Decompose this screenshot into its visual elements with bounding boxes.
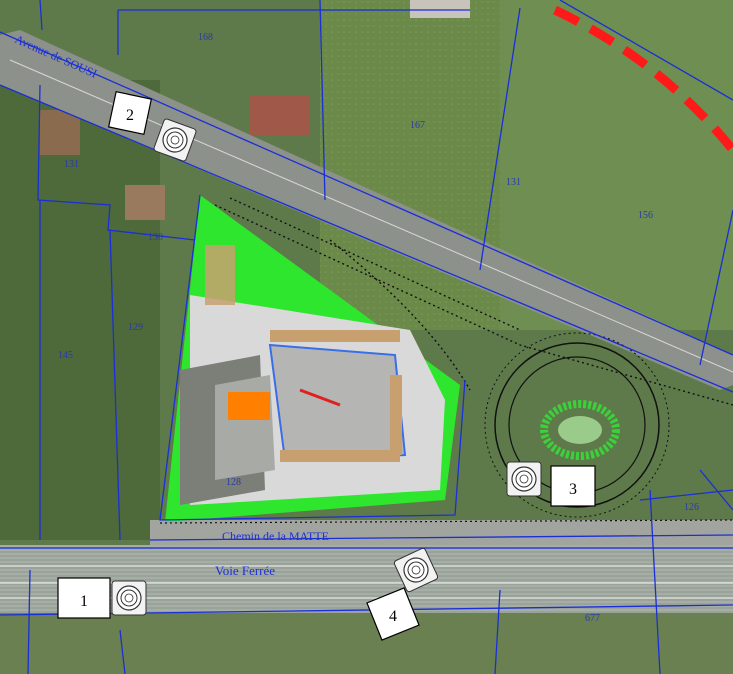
roundabout-dots [484,332,670,518]
parcel-168: 168 [198,32,213,43]
parcel-128: 128 [226,477,241,488]
chemin-road [150,520,733,545]
parcel-145: 145 [58,350,73,361]
viewpoint-3-label: 3 [569,481,577,498]
parcel-156: 156 [638,210,653,221]
parcel-126: 126 [684,502,699,513]
parcel-131a: 131 [64,159,79,170]
viewpoint-1[interactable]: 1 [57,577,147,619]
parcel-677: 677 [585,613,600,624]
house-west-2 [125,185,165,220]
parcel-129: 129 [128,322,143,333]
orange-building [228,392,270,420]
camera-icon [506,461,542,497]
street-chemin-label: Chemin de la MATTE [222,529,329,543]
viewpoint-3[interactable]: 3 [506,461,596,507]
parcel-167: 167 [410,120,425,131]
house-top [410,0,470,18]
viewpoint-1-label: 1 [80,593,88,610]
lower-fields [0,610,733,674]
red-roofs [250,95,310,135]
viewpoint-2-label: 2 [126,107,134,124]
parcel-130: 130 [148,232,163,243]
viewpoint-4-label: 4 [389,608,397,625]
parking-rows-1 [205,245,235,305]
site-mid-building [215,375,275,480]
roundabout-outer [494,342,660,508]
viewpoint-2[interactable]: 2 [107,90,198,163]
parking-rows-3 [280,450,400,462]
trees-west [0,80,160,540]
roundabout-island [540,400,620,460]
viewpoint-4[interactable]: 4 [366,546,440,641]
parking-rows-4 [390,375,402,455]
street-voie-label: Voie Ferrée [215,563,275,578]
parcel-131b: 131 [506,177,521,188]
house-west-1 [40,110,80,155]
avenue-road [0,30,733,390]
camera-icon [111,580,147,616]
parking-rows-2 [270,330,400,342]
